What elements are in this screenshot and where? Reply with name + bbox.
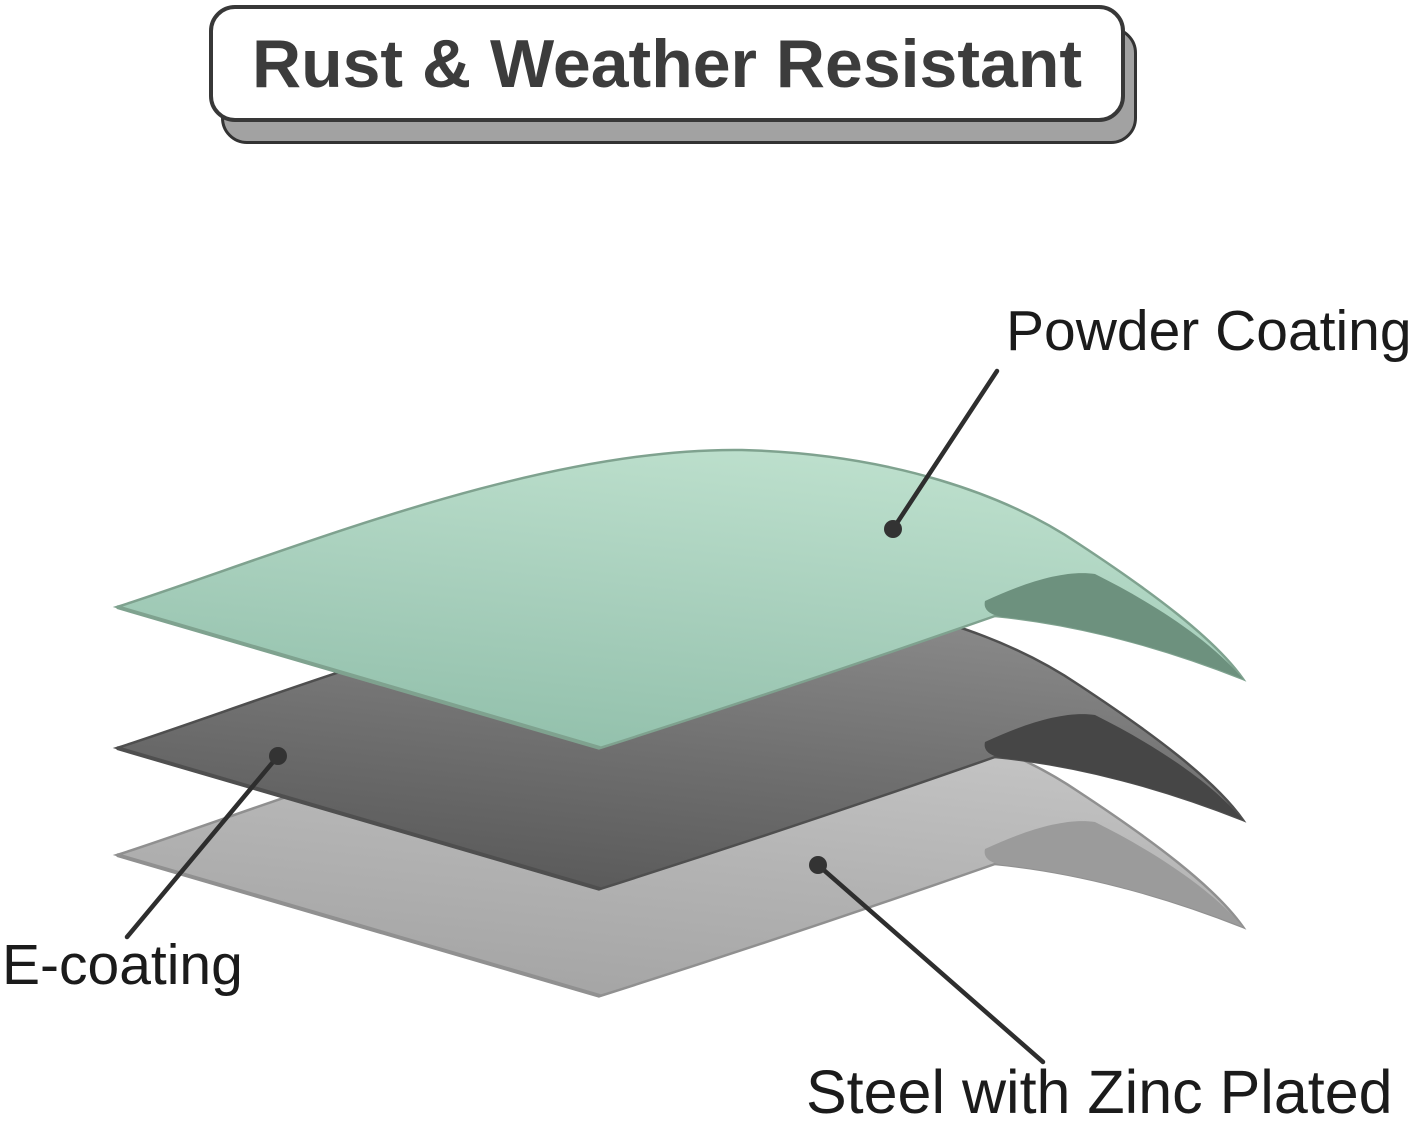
e-coating-leader-line bbox=[124, 753, 281, 940]
steel-leader-dot bbox=[809, 856, 827, 874]
e-coating-layer-thickness-edge bbox=[116, 746, 601, 891]
label-powder-coating: Powder Coating bbox=[1006, 299, 1412, 363]
e-coating-layer-underside bbox=[984, 714, 1243, 820]
label-e-coating: E-coating bbox=[2, 933, 243, 997]
powder-coating-leader-dot bbox=[884, 520, 902, 538]
steel-layer-thickness-edge bbox=[116, 853, 601, 998]
annotation-leaders bbox=[124, 368, 1046, 1065]
page-title: Rust & Weather Resistant bbox=[251, 25, 1083, 102]
powder-coating-layer-underside bbox=[984, 573, 1243, 679]
powder-coating-layer bbox=[112, 448, 1247, 750]
powder-coating-layer-surface bbox=[112, 448, 1247, 750]
steel-layer-underside bbox=[984, 821, 1243, 927]
title-banner: Rust & Weather Resistant bbox=[209, 5, 1125, 122]
powder-coating-layer-thickness-edge bbox=[116, 605, 601, 750]
steel-leader-line bbox=[815, 862, 1046, 1065]
e-coating-leader-dot bbox=[269, 747, 287, 765]
label-steel-zinc-plated: Steel with Zinc Plated bbox=[806, 1058, 1393, 1126]
powder-coating-leader-line bbox=[890, 368, 1000, 532]
